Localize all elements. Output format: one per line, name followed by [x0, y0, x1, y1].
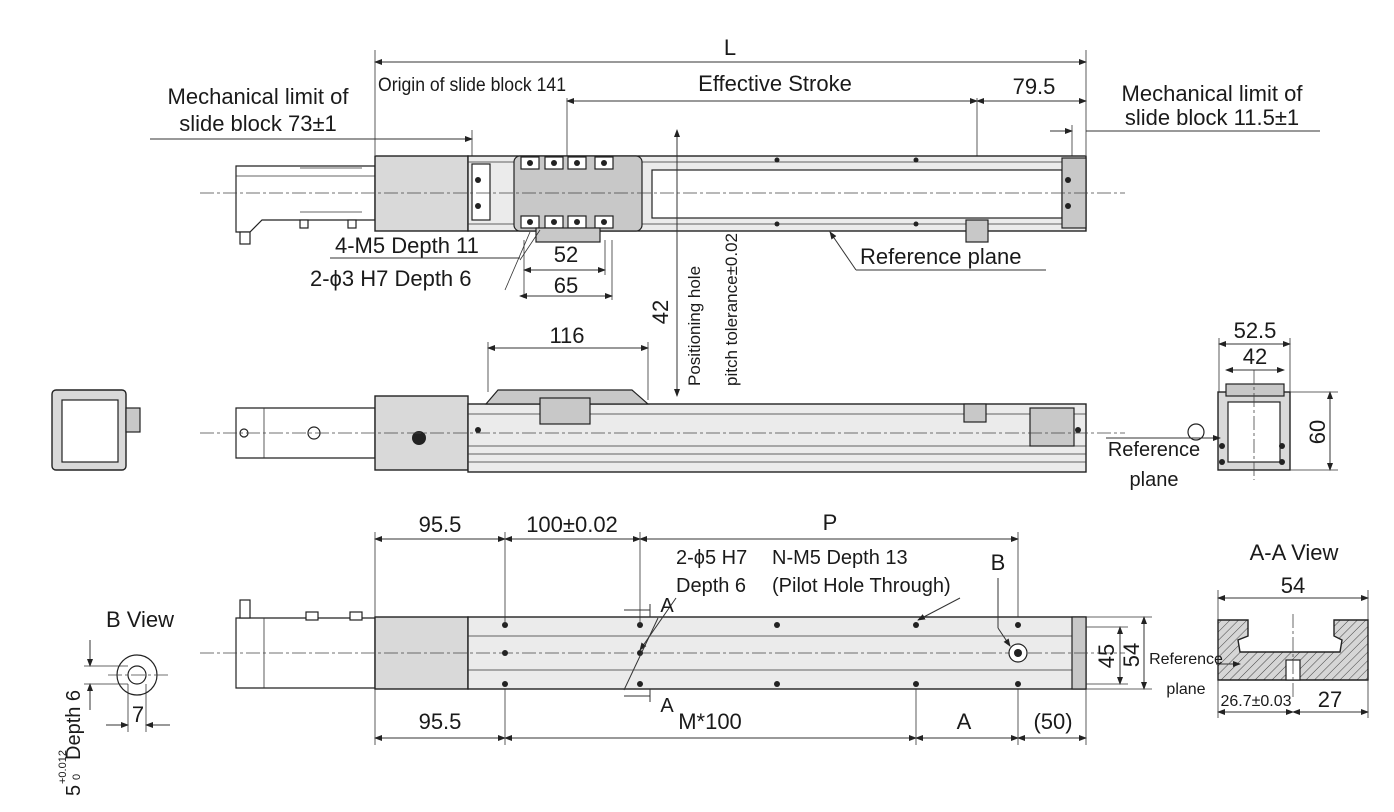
dim-54-vertical: 54 — [1119, 643, 1144, 667]
aa-view-title: A-A View — [1250, 540, 1339, 565]
b-view: B View 7 Depth 6 5 +0.012 0 — [57, 607, 174, 796]
bottom-tapped-label-1: N-M5 Depth 13 — [772, 547, 908, 569]
aa-dim-26-7: 26.7±0.03 — [1220, 693, 1291, 710]
dim-7: 7 — [132, 702, 144, 727]
tapped-holes-label: 4-M5 Depth 11 — [335, 233, 479, 258]
dim-42-end: 42 — [1243, 344, 1267, 369]
b-tol-upper: +0.012 — [57, 750, 69, 784]
pin-holes-label: 2-ϕ3 H7 Depth 6 — [310, 266, 472, 291]
top-view: L Effective Stroke 79.5 Origin of slide … — [150, 35, 1320, 397]
aa-view: A-A View 54 Reference plane 26.7±0.03 27 — [1149, 540, 1369, 718]
positioning-note-line2: pitch tolerance±0.02 — [722, 233, 741, 386]
dim-pitch: 100±0.02 — [526, 512, 618, 537]
dim-65: 65 — [554, 273, 578, 298]
end-view: 52.5 42 60 Reference plane — [1106, 318, 1338, 491]
label-a-top: A — [660, 595, 674, 617]
dim-45: 45 — [1094, 644, 1119, 668]
dim-p: P — [823, 510, 838, 535]
dim-60: 60 — [1305, 420, 1330, 444]
bottom-pin-label-1: 2-ϕ5 H7 — [676, 547, 747, 569]
bottom-holes — [502, 622, 1028, 687]
dim-42-vertical: 42 — [648, 300, 673, 324]
end-reference-line2: plane — [1130, 469, 1179, 491]
mech-limit-right-line2: slide block 11.5±1 — [1125, 105, 1299, 130]
dim-79-5: 79.5 — [1013, 74, 1056, 99]
dim-l-label: L — [724, 35, 736, 60]
label-a-bottom: A — [660, 695, 674, 717]
end-reference-line1: Reference — [1108, 439, 1200, 461]
dim-52: 52 — [554, 242, 578, 267]
effective-stroke-label: Effective Stroke — [698, 71, 852, 96]
label-b: B — [991, 550, 1006, 575]
dim-m100: M*100 — [678, 709, 742, 734]
dim-50: (50) — [1033, 709, 1072, 734]
aa-reference-line2: plane — [1166, 681, 1205, 698]
slider-holes — [520, 156, 614, 229]
dim-116: 116 — [549, 323, 584, 348]
mech-limit-left-line1: Mechanical limit of — [168, 84, 350, 109]
bottom-pin-label-2: Depth 6 — [676, 575, 746, 597]
b-diameter-label: 5 — [63, 785, 85, 796]
aa-reference-line1: Reference — [1149, 651, 1223, 668]
dim-95-5-top: 95.5 — [419, 512, 462, 537]
dim-95-5-bottom: 95.5 — [419, 709, 462, 734]
mech-limit-left-line2: slide block 73±1 — [179, 111, 337, 136]
bottom-tapped-label-2: (Pilot Hole Through) — [772, 575, 951, 597]
b-view-title: B View — [106, 607, 174, 632]
mech-limit-right-line1: Mechanical limit of — [1122, 81, 1304, 106]
origin-label: Origin of slide block 141 — [378, 75, 566, 96]
b-tol-lower: 0 — [71, 774, 83, 780]
dim-a: A — [957, 709, 972, 734]
bottom-view: 95.5 100±0.02 P 2-ϕ5 H7 Depth 6 N-M5 Dep… — [200, 510, 1152, 745]
positioning-note-line1: Positioning hole — [685, 266, 704, 386]
dim-52-5: 52.5 — [1234, 318, 1277, 343]
aa-dim-27: 27 — [1318, 687, 1342, 712]
side-view: 116 — [51, 323, 1125, 473]
reference-plane-label: Reference plane — [860, 244, 1021, 269]
aa-dim-54: 54 — [1281, 573, 1305, 598]
b-depth-label: Depth 6 — [63, 690, 85, 760]
